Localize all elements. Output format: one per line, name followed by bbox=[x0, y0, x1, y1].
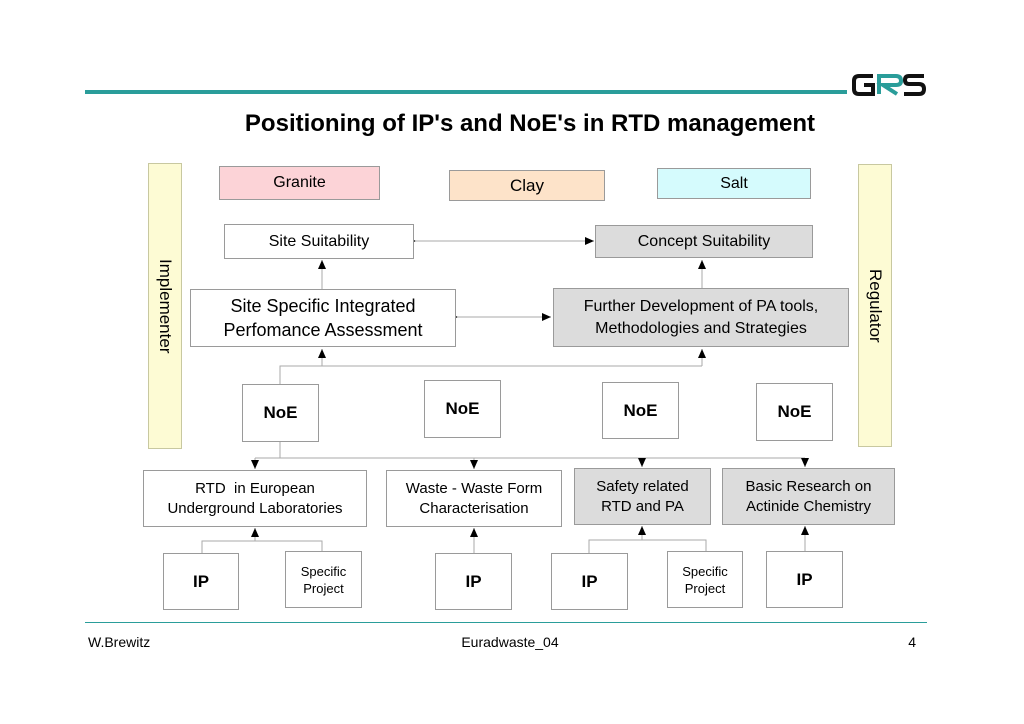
noe-box-3: NoE bbox=[602, 382, 679, 439]
footer-rule bbox=[85, 622, 927, 623]
header-rule bbox=[85, 90, 847, 94]
safety-rtd-line1: Safety related bbox=[596, 477, 689, 495]
site-specific-line2: Perfomance Assessment bbox=[223, 320, 423, 340]
implementer-label: Implementer bbox=[156, 258, 175, 354]
waste-form-box: Waste - Waste Form Characterisation bbox=[386, 470, 562, 527]
concept-suitability-box: Concept Suitability bbox=[595, 225, 813, 258]
footer-page-number: 4 bbox=[908, 634, 916, 650]
rtd-eu-labs-line1: RTD in European bbox=[195, 479, 315, 497]
specific-project-2-line1: Specific bbox=[682, 563, 728, 579]
basic-research-line2: Actinide Chemistry bbox=[745, 497, 872, 515]
site-specific-assessment-box: Site Specific Integrated Perfomance Asse… bbox=[190, 289, 456, 347]
site-suitability-box: Site Suitability bbox=[224, 224, 414, 259]
specific-project-2-line2: Project bbox=[684, 580, 726, 596]
granite-box: Granite bbox=[219, 166, 380, 200]
implementer-bar: Implementer bbox=[148, 163, 182, 449]
further-development-box: Further Development of PA tools, Methodo… bbox=[553, 288, 849, 347]
footer-author: W.Brewitz bbox=[88, 634, 151, 650]
ip-box-2: IP bbox=[435, 553, 512, 610]
rtd-eu-labs-line2: Underground Laboratories bbox=[167, 499, 343, 517]
clay-box: Clay bbox=[449, 170, 605, 201]
ip-box-4: IP bbox=[766, 551, 843, 608]
site-specific-line1: Site Specific Integrated bbox=[230, 296, 416, 316]
further-dev-line2: Methodologies and Strategies bbox=[595, 319, 807, 337]
page-title: Positioning of IP's and NoE's in RTD man… bbox=[244, 110, 816, 137]
safety-rtd-line2: RTD and PA bbox=[601, 497, 684, 515]
further-dev-line1: Further Development of PA tools, bbox=[583, 297, 819, 315]
regulator-bar: Regulator bbox=[858, 164, 892, 447]
grs-logo-icon bbox=[852, 74, 927, 96]
waste-form-line1: Waste - Waste Form bbox=[405, 479, 543, 497]
safety-rtd-box: Safety related RTD and PA bbox=[574, 468, 711, 525]
noe-box-4: NoE bbox=[756, 383, 833, 441]
footer-event: Euradwaste_04 bbox=[461, 634, 559, 650]
specific-project-box-1: Specific Project bbox=[285, 551, 362, 608]
ip-box-1: IP bbox=[163, 553, 239, 610]
waste-form-line2: Characterisation bbox=[419, 499, 529, 517]
regulator-label: Regulator bbox=[866, 268, 885, 343]
specific-project-1-line2: Project bbox=[303, 580, 344, 596]
noe-box-2: NoE bbox=[424, 380, 501, 438]
basic-research-line1: Basic Research on bbox=[745, 477, 872, 495]
basic-research-box: Basic Research on Actinide Chemistry bbox=[722, 468, 895, 525]
rtd-eu-labs-box: RTD in European Underground Laboratories bbox=[143, 470, 367, 527]
specific-project-box-2: Specific Project bbox=[667, 551, 743, 608]
salt-box: Salt bbox=[657, 168, 811, 199]
ip-box-3: IP bbox=[551, 553, 628, 610]
specific-project-1-line1: Specific bbox=[300, 563, 347, 579]
noe-box-1: NoE bbox=[242, 384, 319, 442]
grs-logo bbox=[851, 70, 927, 100]
